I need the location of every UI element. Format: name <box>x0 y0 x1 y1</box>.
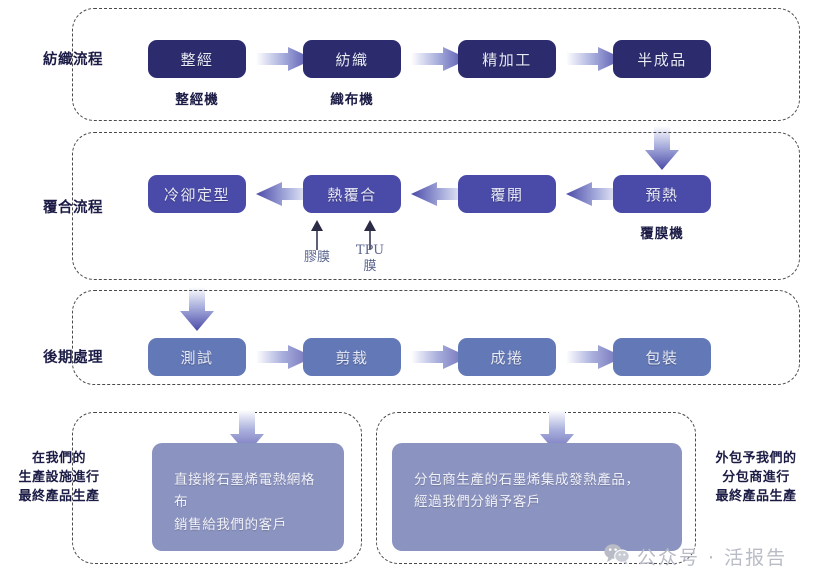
feed-arrow-jiaomo <box>309 220 325 254</box>
step-box-lengquedingxing[interactable]: 冷卻定型 <box>148 175 246 213</box>
outcome-band-in-house <box>72 412 362 564</box>
feed-label-tpu: TPU 膜 <box>355 243 385 275</box>
outcome-box-outsourced[interactable]: 分包商生產的石墨烯集成發熱產品， 經過我們分銷予客戶 <box>392 443 682 551</box>
section-band-weaving <box>72 8 800 121</box>
arrow-right-4 <box>256 345 314 369</box>
section-band-post-processing <box>72 290 800 385</box>
arrow-down-lamination-to-post <box>180 287 214 331</box>
step-box-baozhuang[interactable]: 包裝 <box>613 338 711 376</box>
step-box-fukai[interactable]: 覆開 <box>458 175 556 213</box>
feed-label-jiaomo: 膠膜 <box>303 250 330 265</box>
arrow-down-weaving-to-lamination <box>645 126 679 170</box>
step-box-refuhe[interactable]: 熱覆合 <box>303 175 401 213</box>
step-box-yure[interactable]: 預熱 <box>613 175 711 213</box>
step-box-chengjuan[interactable]: 成捲 <box>458 338 556 376</box>
arrow-right-2 <box>411 47 469 71</box>
machine-label-fumoji: 覆膜機 <box>640 226 684 242</box>
watermark-text: 公众号 · 活报告 <box>637 547 788 569</box>
step-box-zhengjing[interactable]: 整經 <box>148 40 246 78</box>
arrow-right-1 <box>256 47 314 71</box>
outcome-side-label-in-house: 在我們的 生產設施進行 最終產品生產 <box>18 451 100 504</box>
arrow-right-6 <box>566 345 624 369</box>
step-box-banchengpin[interactable]: 半成品 <box>613 40 711 78</box>
arrow-left-2 <box>411 182 469 206</box>
outcome-side-label-outsourced: 外包予我們的 分包商進行 最終產品生產 <box>715 451 797 504</box>
section-label-weaving: 紡織流程 <box>43 52 103 68</box>
arrow-right-5 <box>411 345 469 369</box>
step-box-fangzhi[interactable]: 紡織 <box>303 40 401 78</box>
arrow-left-3 <box>566 182 624 206</box>
section-label-post-processing: 後期處理 <box>43 350 103 366</box>
outcome-box-in-house[interactable]: 直接將石墨烯電熱網格布 銷售給我們的客戶 <box>152 443 344 551</box>
machine-label-zhengjingji: 整經機 <box>175 92 219 108</box>
outcome-band-outsourced <box>376 412 696 564</box>
section-label-lamination: 覆合流程 <box>43 200 103 216</box>
arrow-right-3 <box>566 47 624 71</box>
arrow-left-1 <box>256 182 314 206</box>
feed-arrow-tpu <box>362 220 378 254</box>
section-band-lamination <box>72 132 800 280</box>
watermark: 公众号 · 活报告 <box>604 543 787 570</box>
machine-label-zhibuji: 織布機 <box>330 92 374 108</box>
step-box-jingjiagong[interactable]: 精加工 <box>458 40 556 78</box>
step-box-ceshi[interactable]: 測試 <box>148 338 246 376</box>
step-box-jiancai[interactable]: 剪裁 <box>303 338 401 376</box>
wechat-icon <box>604 543 630 570</box>
